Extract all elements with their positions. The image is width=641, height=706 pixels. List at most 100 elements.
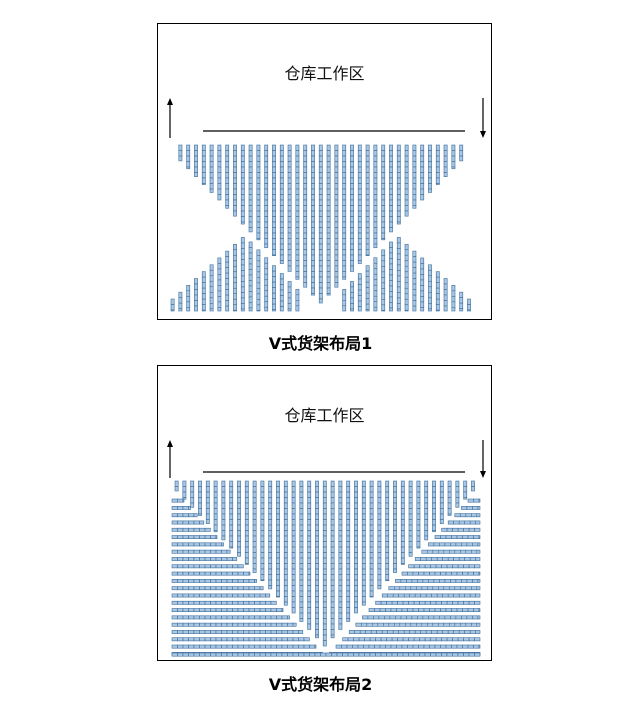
- rack-cell: [422, 579, 429, 583]
- rack-cell: [268, 519, 273, 526]
- horizontal-rack: [395, 579, 481, 583]
- rack-cell: [276, 608, 283, 613]
- rack-cell: [291, 557, 296, 564]
- rack-cell: [198, 480, 202, 487]
- rack-cell: [237, 508, 241, 515]
- rack-cell: [182, 557, 189, 561]
- rack-cell: [346, 607, 351, 614]
- rack-cell: [205, 497, 210, 504]
- rack-cell: [397, 600, 404, 605]
- rack-cell: [254, 593, 261, 598]
- rack-cell: [381, 172, 386, 179]
- rack-cell: [252, 563, 257, 570]
- rack-cell: [315, 546, 319, 553]
- rack-cell: [229, 491, 234, 498]
- rack-cell: [354, 530, 358, 537]
- rack-cell: [217, 177, 222, 184]
- vertical-rack: [279, 144, 284, 264]
- rack-cell: [260, 524, 265, 531]
- rack-cell: [182, 480, 187, 487]
- horizontal-rack: [171, 535, 218, 540]
- rack-cell: [256, 238, 261, 241]
- rack-cell: [256, 277, 261, 284]
- rack-cell: [475, 630, 481, 634]
- rack-cell: [338, 585, 343, 592]
- rack-cell: [450, 542, 457, 547]
- rack-cell: [435, 652, 442, 657]
- rack-cell: [287, 615, 290, 620]
- rack-cell: [396, 270, 401, 277]
- rack-cell: [283, 557, 288, 564]
- rack-cell: [429, 571, 436, 576]
- rack-cell: [342, 294, 347, 301]
- rack-cell: [287, 161, 292, 168]
- rack-cell: [199, 644, 206, 649]
- vertical-rack: [198, 480, 202, 516]
- rack-cell: [260, 497, 265, 504]
- rack-cell: [281, 615, 288, 620]
- rack-cell: [408, 491, 413, 498]
- rack-cell: [330, 486, 335, 493]
- rack-cell: [400, 491, 405, 498]
- rack-cell: [354, 519, 358, 526]
- rack-cell: [178, 150, 183, 157]
- rack-cell: [377, 552, 382, 559]
- rack-cell: [303, 271, 308, 278]
- rack-cell: [232, 644, 239, 649]
- vertical-rack: [389, 241, 393, 312]
- rack-cell: [428, 615, 435, 620]
- rack-cell: [272, 292, 276, 299]
- horizontal-rack: [171, 498, 185, 503]
- rack-cell: [215, 644, 222, 649]
- vertical-rack: [186, 285, 191, 312]
- rack-cell: [217, 268, 222, 275]
- rack-cell: [291, 524, 296, 531]
- rack-cell: [381, 221, 386, 228]
- vertical-rack: [240, 144, 245, 225]
- rack-cell: [221, 542, 224, 547]
- rack-cell: [225, 177, 230, 184]
- rack-cell: [303, 249, 308, 256]
- rack-cell: [466, 615, 473, 620]
- rack-cell: [225, 283, 230, 290]
- rack-cell: [243, 644, 250, 649]
- rack-cell: [365, 287, 370, 294]
- rack-cell: [205, 513, 210, 520]
- rack-cell: [435, 150, 440, 157]
- rack-cell: [381, 293, 386, 300]
- rack-cell: [279, 199, 284, 206]
- rack-cell: [334, 265, 339, 272]
- rack-cell: [377, 519, 382, 526]
- rack-cell: [412, 166, 417, 173]
- arrow-down-icon: [480, 471, 486, 478]
- rack-cell: [182, 637, 189, 642]
- rack-cell: [330, 574, 335, 581]
- rack-cell: [272, 281, 276, 288]
- rack-cell: [338, 535, 343, 542]
- rack-cell: [334, 183, 339, 190]
- rack-cell: [315, 629, 319, 636]
- rack-cell: [318, 177, 323, 184]
- rack-cell: [307, 563, 312, 570]
- rack-cell: [281, 644, 288, 649]
- rack-cell: [389, 144, 393, 151]
- rack-cell: [334, 150, 339, 157]
- rack-cell: [276, 502, 280, 509]
- rack-cell: [291, 508, 296, 515]
- rack-cell: [428, 302, 432, 310]
- horizontal-rack: [434, 535, 481, 540]
- rack-cell: [240, 221, 245, 225]
- rack-cell: [225, 256, 230, 263]
- rack-cell: [434, 535, 441, 540]
- rack-cell: [252, 508, 257, 515]
- rack-cell: [419, 637, 426, 642]
- rack-cell: [330, 612, 335, 619]
- rack-cell: [303, 155, 308, 162]
- rack-cell: [265, 600, 272, 605]
- horizontal-rack: [171, 586, 264, 591]
- rack-cell: [171, 571, 178, 576]
- rack-cell: [240, 281, 245, 288]
- rack-cell: [357, 243, 362, 250]
- rack-cell: [326, 238, 331, 245]
- vertical-rack: [471, 480, 475, 492]
